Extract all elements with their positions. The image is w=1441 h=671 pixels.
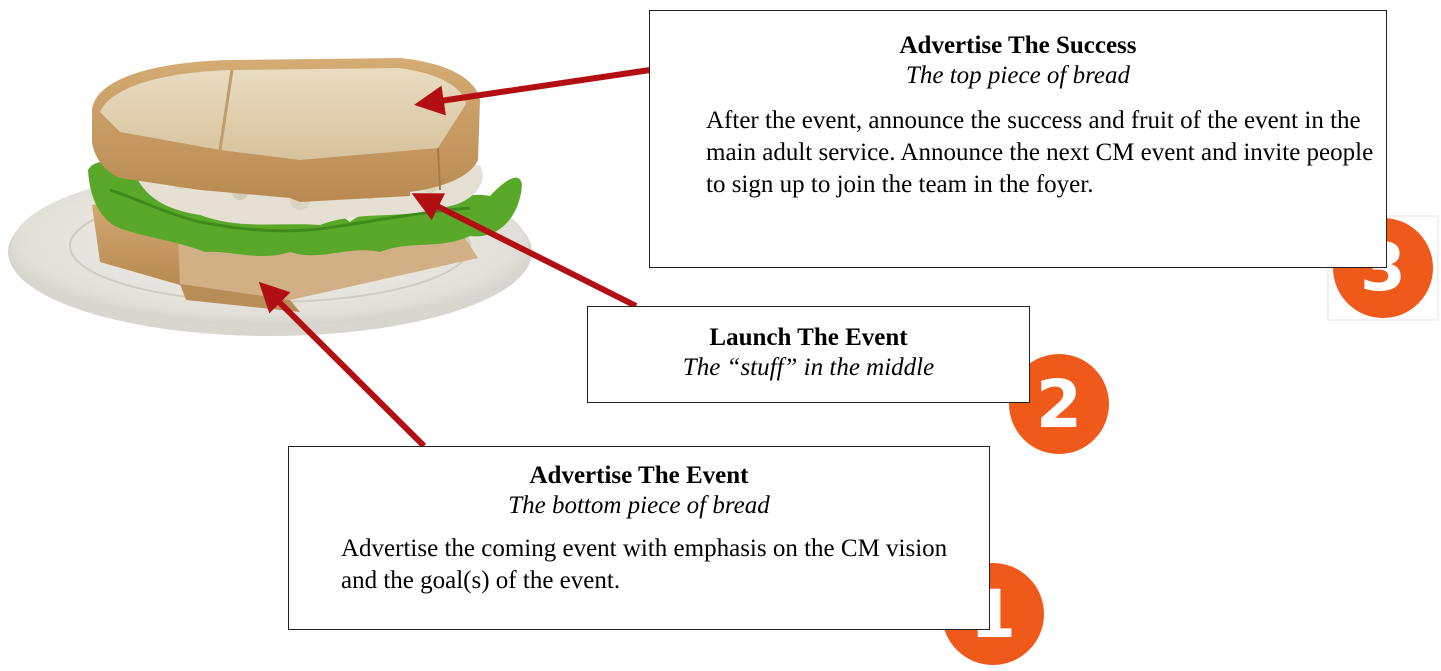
step-badge-2-number: 2 [1036, 366, 1082, 443]
callout-launch-event: Launch The Event The “stuff” in the midd… [587, 306, 1030, 403]
callout-heading: Launch The Event [709, 324, 908, 351]
callout-subheading: The “stuff” in the middle [682, 354, 935, 381]
callout-advertise-event: Advertise The Event The bottom piece of … [288, 446, 990, 630]
arrow-to-bottom-bread [258, 281, 427, 449]
callout-body: Advertise the coming event with emphasis… [341, 535, 948, 594]
callout-subheading: The top piece of bread [905, 62, 1131, 89]
callout-heading: Advertise The Success [899, 32, 1137, 59]
step-badge-2: 2 [1009, 354, 1109, 454]
top-bread [92, 58, 480, 202]
callout-advertise-success: Advertise The Success The top piece of b… [649, 10, 1387, 268]
arrow-to-filling [411, 193, 638, 309]
callout-heading: Advertise The Event [529, 462, 749, 489]
arrow-to-top-bread [414, 67, 651, 116]
callout-body: After the event, announce the success an… [706, 107, 1374, 198]
arrows [258, 67, 651, 449]
callout-subheading: The bottom piece of bread [508, 492, 770, 519]
